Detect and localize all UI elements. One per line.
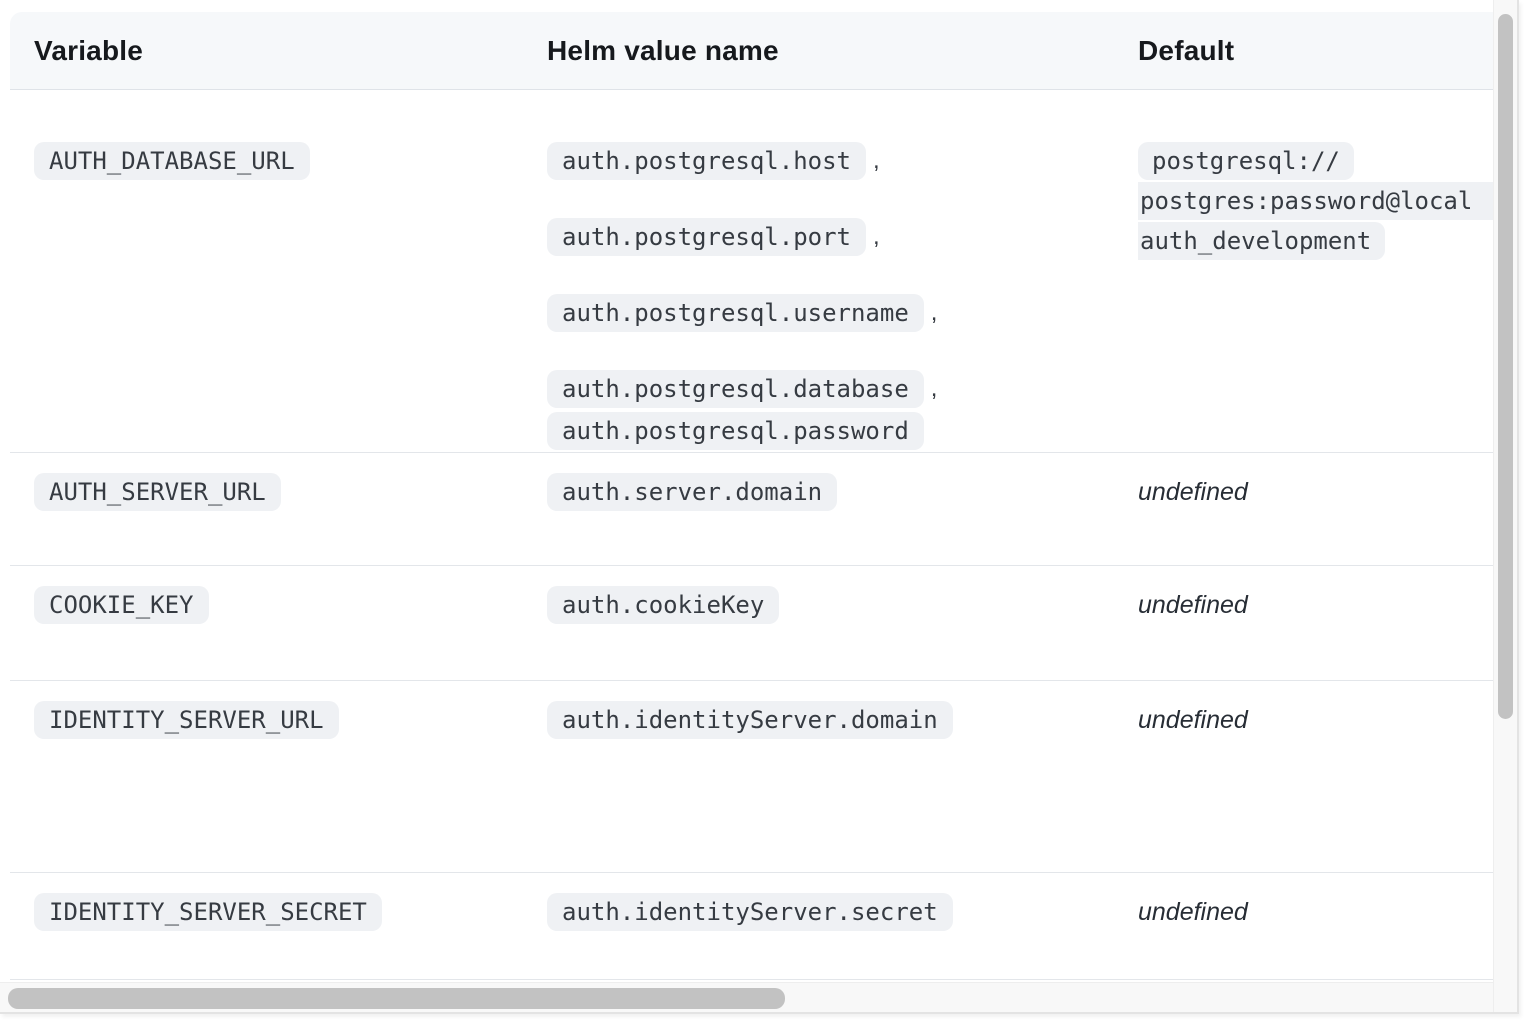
default-value: undefined <box>1138 478 1248 506</box>
variable-cell: AUTH_DATABASE_URL <box>10 90 523 453</box>
separator: , <box>872 223 880 250</box>
helm-code-chip: auth.postgresql.database <box>547 370 924 408</box>
variable-cell: IDENTITY_SERVER_SECRET <box>10 873 523 980</box>
variable-code-chip: AUTH_SERVER_URL <box>34 473 281 511</box>
variable-cell: IDENTITY_SERVER_URL <box>10 681 523 873</box>
docs-page: Variable Helm value name Default AUTH_DA… <box>0 0 1519 1014</box>
default-cell: undefined <box>1114 873 1493 980</box>
default-code-chip: postgres:password@local <box>1138 182 1493 220</box>
default-code-chip: postgresql:// <box>1138 142 1354 180</box>
helm-value-line: auth.postgresql.port, <box>547 218 1090 260</box>
default-value: undefined <box>1138 591 1248 619</box>
separator: , <box>930 375 938 402</box>
separator: , <box>930 299 938 326</box>
horizontal-scrollbar-thumb[interactable] <box>8 988 785 1009</box>
default-cell: undefined <box>1114 453 1493 566</box>
helm-cell: auth.server.domain <box>523 453 1114 566</box>
variable-code-chip: IDENTITY_SERVER_SECRET <box>34 893 382 931</box>
default-cell: undefined <box>1114 566 1493 681</box>
helm-value-line: auth.postgresql.username, <box>547 294 1090 336</box>
default-code-chip: auth_development <box>1138 222 1386 260</box>
helm-code-chip: auth.postgresql.port <box>547 218 866 256</box>
variable-code-chip: COOKIE_KEY <box>34 586 209 624</box>
table-row: AUTH_SERVER_URL auth.server.domain undef… <box>10 453 1493 566</box>
variable-cell: AUTH_SERVER_URL <box>10 453 523 566</box>
helm-code-chip: auth.postgresql.password <box>547 412 924 450</box>
helm-cell: auth.identityServer.domain <box>523 681 1114 873</box>
helm-code-chip: auth.server.domain <box>547 473 838 511</box>
table-scroll-area[interactable]: Variable Helm value name Default AUTH_DA… <box>0 0 1493 982</box>
default-value: undefined <box>1138 898 1248 926</box>
table-row: IDENTITY_SERVER_URL auth.identityServer.… <box>10 681 1493 873</box>
column-header-helm-value-name: Helm value name <box>523 12 1114 90</box>
table-row: AUTH_DATABASE_URL auth.postgresql.host, … <box>10 90 1493 453</box>
helm-code-chip: auth.identityServer.secret <box>547 893 953 931</box>
helm-code-chip: auth.cookieKey <box>547 586 780 624</box>
header-row: Variable Helm value name Default <box>10 12 1493 90</box>
default-cell: postgresql:// postgres:password@local au… <box>1114 90 1493 453</box>
table-row: COOKIE_KEY auth.cookieKey undefined <box>10 566 1493 681</box>
helm-code-chip: auth.postgresql.host <box>547 142 866 180</box>
vertical-scrollbar[interactable] <box>1493 0 1517 1012</box>
helm-code-chip: auth.postgresql.username <box>547 294 924 332</box>
column-header-default: Default <box>1114 12 1493 90</box>
vertical-scrollbar-thumb[interactable] <box>1498 14 1513 719</box>
helm-cell: auth.identityServer.secret <box>523 873 1114 980</box>
variable-code-chip: IDENTITY_SERVER_URL <box>34 701 339 739</box>
helm-cell: auth.cookieKey <box>523 566 1114 681</box>
helm-value-line: auth.postgresql.host, <box>547 142 1090 184</box>
helm-value-line: auth.postgresql.database, auth.postgresq… <box>547 370 1090 452</box>
separator: , <box>872 147 880 174</box>
default-cell: undefined <box>1114 681 1493 873</box>
env-variables-table: Variable Helm value name Default AUTH_DA… <box>10 12 1493 980</box>
variable-cell: COOKIE_KEY <box>10 566 523 681</box>
column-header-variable: Variable <box>10 12 523 90</box>
table-row: IDENTITY_SERVER_SECRET auth.identityServ… <box>10 873 1493 980</box>
helm-code-chip: auth.identityServer.domain <box>547 701 953 739</box>
default-value: undefined <box>1138 706 1248 734</box>
horizontal-scrollbar[interactable] <box>0 982 1493 1012</box>
variable-code-chip: AUTH_DATABASE_URL <box>34 142 310 180</box>
default-code-value: postgresql:// postgres:password@local au… <box>1138 142 1493 262</box>
helm-cell: auth.postgresql.host, auth.postgresql.po… <box>523 90 1114 453</box>
